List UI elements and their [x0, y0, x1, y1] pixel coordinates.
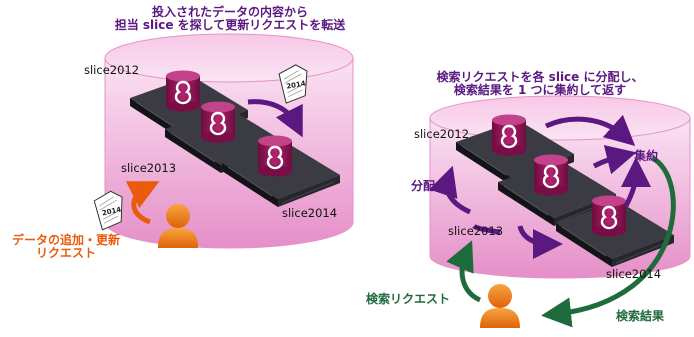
- search-request-arrow: [446, 240, 482, 303]
- document-icon: 2014: [92, 188, 129, 231]
- update-request-label-line: データの追加・更新: [12, 233, 121, 247]
- distribute-arrow: [517, 225, 563, 259]
- update-request-arrow: [125, 181, 160, 225]
- distribute-arrow: [429, 165, 472, 215]
- left-title-line: 投入されたデータの内容から: [151, 5, 308, 19]
- slice-label: slice2012: [414, 127, 470, 141]
- aggregate-arrow: [620, 157, 651, 208]
- distribute-label: 分配: [411, 179, 436, 193]
- aggregate-arrow: [544, 114, 636, 147]
- update-request-label-line: リクエスト: [36, 246, 97, 261]
- aggregate-label: 集約: [634, 149, 659, 163]
- right-title-line: 検索結果を 1 つに集約して返す: [453, 83, 627, 98]
- document-year-label: 2014: [286, 79, 307, 90]
- distribute-arrow: [472, 223, 501, 235]
- update-request-label: データの追加・更新 リクエスト: [12, 233, 121, 261]
- search-result-label: 検索結果: [616, 309, 665, 323]
- search-request-label: 検索リクエスト: [366, 292, 451, 306]
- slice-label: slice2014: [282, 206, 338, 220]
- slice-label: slice2013: [448, 224, 504, 238]
- document-year-label: 2014: [101, 206, 122, 218]
- forward-arrow: [247, 99, 303, 138]
- slice-label: slice2012: [84, 63, 140, 77]
- search-result-arrow: [541, 155, 676, 328]
- slice-label: slice2014: [606, 267, 662, 281]
- left-title-line: 担当 slice を探して更新リクエストを転送: [114, 18, 346, 33]
- user-icon: [480, 284, 520, 328]
- right-title-line: 検索リクエストを各 slice に分配し、: [436, 70, 644, 84]
- aggregate-arrow: [592, 145, 637, 175]
- slice-label: slice2013: [121, 161, 177, 175]
- document-icon: 2014: [277, 62, 313, 104]
- left-title: 投入されたデータの内容から 担当 slice を探して更新リクエストを転送: [114, 5, 346, 33]
- right-title: 検索リクエストを各 slice に分配し、 検索結果を 1 つに集約して返す: [436, 70, 644, 98]
